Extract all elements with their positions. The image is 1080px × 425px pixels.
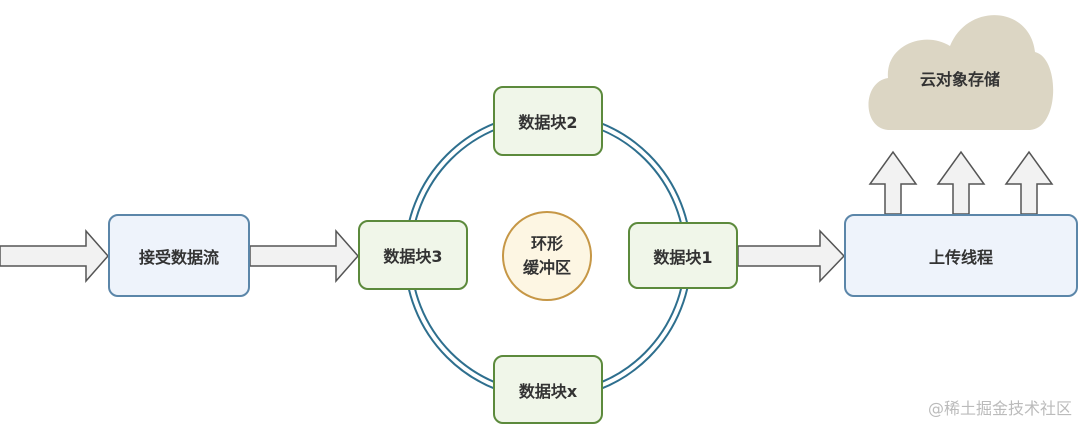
data-block-1-label: 数据块1 — [653, 247, 713, 267]
data-block-3-label: 数据块3 — [383, 247, 443, 266]
ring-buffer-center: 环形 缓冲区 — [502, 211, 592, 301]
upload-arrow-2 — [936, 150, 986, 215]
data-block-2-label: 数据块2 — [518, 113, 578, 132]
data-block-2: 数据块2 — [493, 86, 603, 156]
data-block-x-label: 数据块x — [518, 381, 578, 401]
input-arrow — [0, 229, 109, 283]
upload-thread-box: 上传线程 — [844, 214, 1078, 297]
data-block-3: 数据块3 — [358, 220, 468, 290]
arrow-block1-to-upload — [737, 229, 846, 283]
ring-buffer-center-line1: 环形 — [530, 234, 563, 253]
receive-stream-box: 接受数据流 — [108, 214, 250, 297]
watermark: @稀土掘金技术社区 — [927, 399, 1072, 418]
data-block-1: 数据块1 — [628, 222, 738, 289]
upload-thread-label: 上传线程 — [928, 247, 993, 267]
data-block-x: 数据块x — [493, 355, 603, 424]
upload-arrow-1 — [868, 150, 918, 215]
cloud-storage-label: 云对象存储 — [919, 70, 1000, 89]
upload-arrow-3 — [1004, 150, 1054, 215]
receive-stream-label: 接受数据流 — [138, 247, 219, 267]
ring-buffer-center-line2: 缓冲区 — [522, 258, 571, 277]
cloud-shape — [868, 15, 1054, 130]
arrow-receive-to-block3 — [249, 229, 359, 283]
